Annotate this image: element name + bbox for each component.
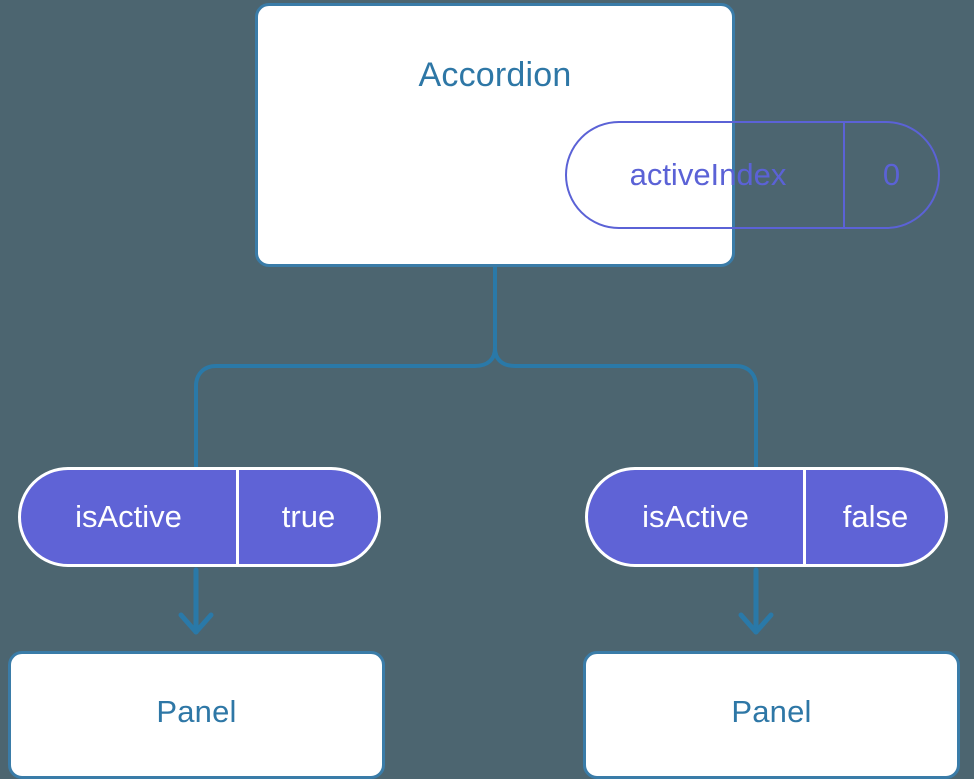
tree-trunk-connector	[493, 265, 758, 469]
accordion-card-title: Accordion	[418, 56, 572, 94]
prop-pill-right-key: isActive	[642, 499, 749, 534]
arrow-right-pill-to-panel	[738, 567, 774, 635]
prop-pill-left-value: true	[236, 470, 378, 564]
panel-component-card-right[interactable]: Panel	[583, 651, 960, 779]
accordion-component-card[interactable]: Accordion activeIndex 0	[255, 3, 940, 267]
prop-pill-left-is-active[interactable]: isActive true	[18, 467, 381, 567]
state-pill-key: activeIndex	[567, 123, 845, 227]
arrow-left-pill-to-panel	[178, 567, 214, 635]
panel-card-right-title: Panel	[731, 694, 812, 729]
panel-card-left-title: Panel	[156, 694, 237, 729]
state-pill-active-index[interactable]: activeIndex 0	[565, 121, 940, 229]
tree-branch-left-connector	[194, 346, 497, 469]
prop-pill-right-value: false	[803, 470, 945, 564]
prop-pill-left-key: isActive	[75, 499, 182, 534]
panel-component-card-left[interactable]: Panel	[8, 651, 385, 779]
state-pill-value: 0	[882, 157, 901, 192]
prop-pill-right-is-active[interactable]: isActive false	[585, 467, 948, 567]
